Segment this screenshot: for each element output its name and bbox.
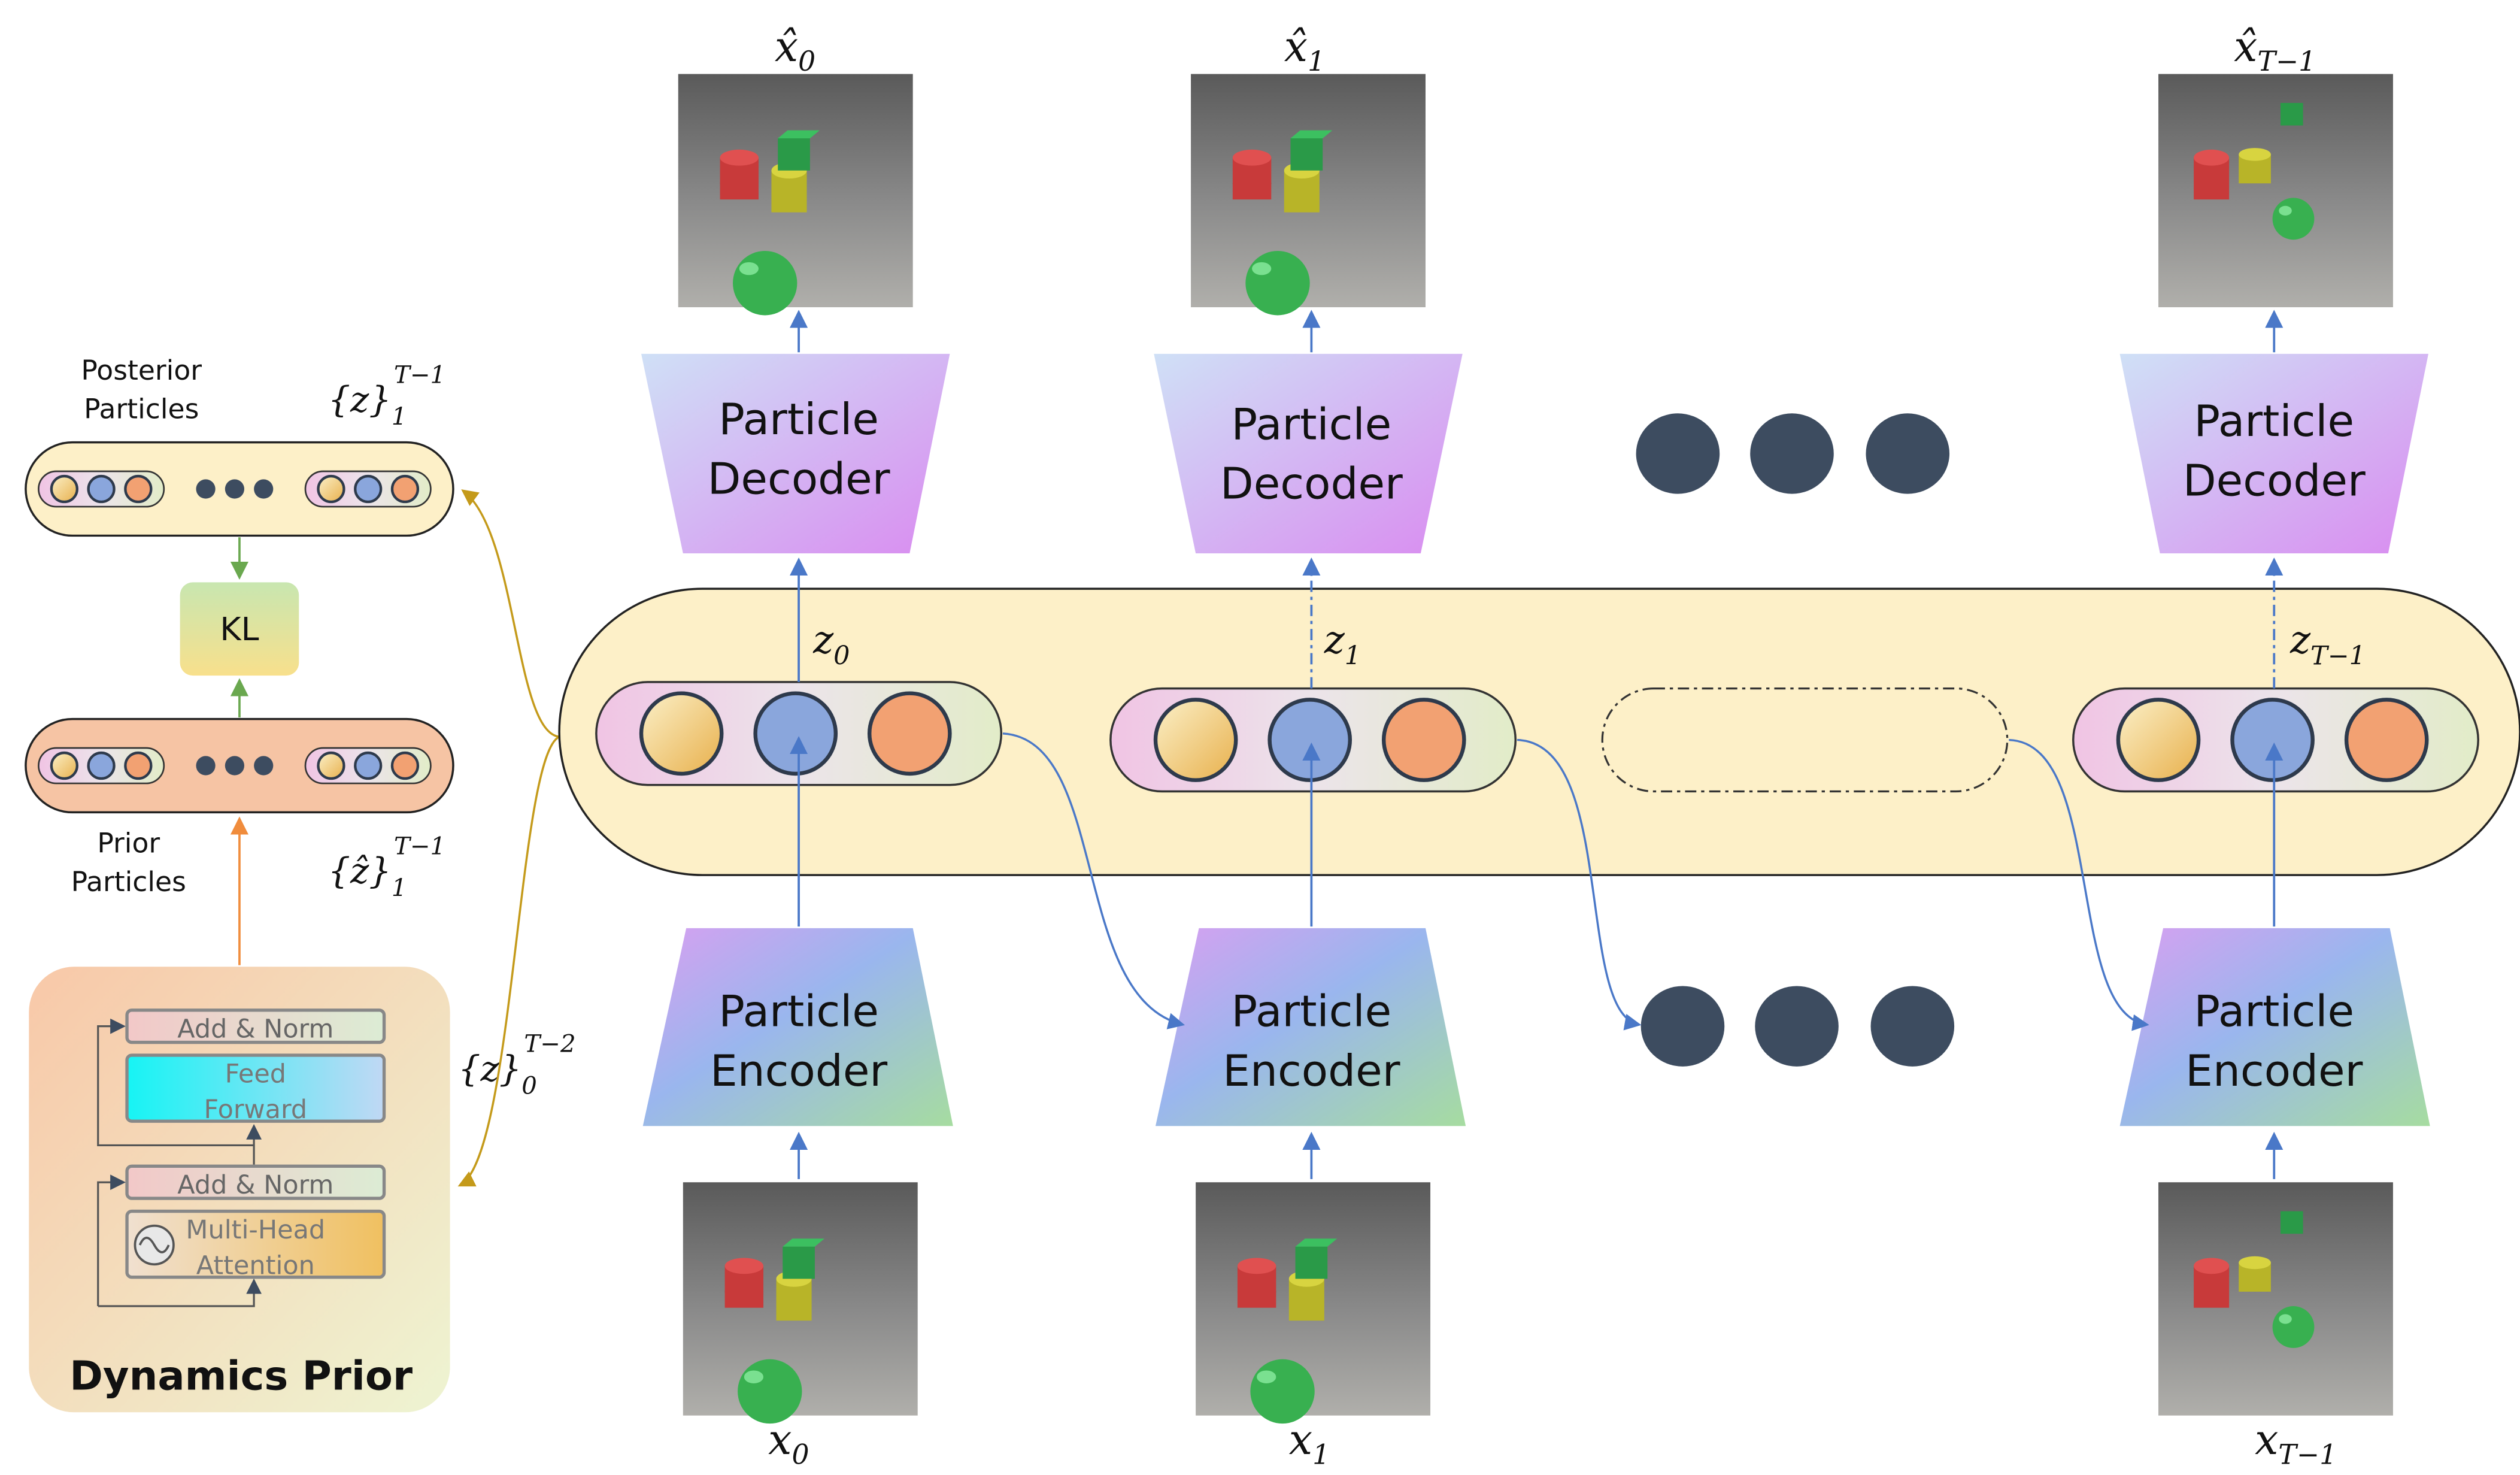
latent-particles-tlast bbox=[2073, 689, 2478, 792]
encoder-line2: Encoder bbox=[1223, 1046, 1400, 1097]
prior-set-label: {ẑ}1T−1 bbox=[328, 832, 446, 902]
posterior-particle-last bbox=[305, 471, 430, 507]
band-to-posterior-arrow bbox=[461, 489, 560, 738]
latent-label-tlast: zT−1 bbox=[2289, 617, 2366, 671]
decoder-line1: Particle bbox=[1232, 399, 1392, 450]
history-set-label: {z}0T−2 bbox=[458, 1031, 576, 1100]
feed-forward-box bbox=[125, 1053, 386, 1123]
mha-line1: Multi-Head bbox=[186, 1215, 325, 1245]
dynamics-prior-title: Dynamics Prior bbox=[69, 1353, 413, 1400]
prior-particles-group: Prior Particles {ẑ}1T−1 bbox=[25, 717, 454, 902]
output-label-t0: x̂0 bbox=[775, 23, 815, 77]
encoder-line2: Encoder bbox=[710, 1046, 887, 1097]
ellipsis-bottom bbox=[1640, 986, 1955, 1067]
prior-dot bbox=[254, 756, 274, 776]
encoder-line1: Particle bbox=[2194, 987, 2354, 1037]
latent-particles-t1 bbox=[1111, 689, 1515, 792]
kl-label: KL bbox=[220, 610, 259, 648]
decoder-line2: Decoder bbox=[2183, 456, 2366, 506]
output-label-t1: x̂1 bbox=[1284, 23, 1325, 77]
add-norm-top-box bbox=[125, 1008, 386, 1044]
decoder-line2: Decoder bbox=[1220, 459, 1403, 510]
input-to-mha-line bbox=[98, 1278, 262, 1307]
output-image-t1 bbox=[1191, 74, 1426, 316]
output-image-t0 bbox=[678, 74, 913, 316]
posterior-particle-first bbox=[38, 471, 163, 507]
prior-dot bbox=[225, 756, 245, 776]
add-norm-bottom-label: Add & Norm bbox=[177, 1170, 333, 1200]
feed-forward-line2: Forward bbox=[204, 1095, 307, 1125]
prior-particle-first bbox=[38, 748, 163, 783]
posterior-dot bbox=[196, 479, 216, 499]
particle-encoder-t0: Particle Encoder bbox=[642, 928, 953, 1126]
posterior-title-line1: Posterior bbox=[81, 355, 202, 386]
add-norm-bottom-box bbox=[125, 1164, 386, 1200]
posterior-dot bbox=[254, 479, 274, 499]
input-image-tlast bbox=[2158, 1182, 2393, 1416]
band-to-dynamics-arrow bbox=[457, 735, 560, 1187]
kl-box-group: KL bbox=[180, 582, 299, 676]
posterior-particles-group: Posterior Particles {z}1T−1 bbox=[25, 355, 454, 537]
posterior-title-line2: Particles bbox=[84, 393, 199, 425]
particle-decoder-t0: Particle Decoder bbox=[641, 353, 950, 553]
particle-decoder-tlast: Particle Decoder bbox=[2119, 353, 2428, 553]
decoder-line1: Particle bbox=[718, 395, 879, 445]
output-image-tlast bbox=[2158, 74, 2393, 308]
encoder-line2: Encoder bbox=[2185, 1046, 2363, 1097]
latent-particles-placeholder bbox=[1601, 687, 2009, 793]
latent-label-t1: z1 bbox=[1324, 617, 1361, 671]
input-label-t1: x1 bbox=[1289, 1416, 1330, 1470]
sine-wave-icon bbox=[138, 1237, 170, 1253]
residual-top-line bbox=[97, 1018, 254, 1147]
posterior-dot bbox=[225, 479, 245, 499]
latent-to-next-encoder-arrow-t1 bbox=[1517, 738, 1642, 1031]
placeholder-to-last-encoder-arrow bbox=[2009, 738, 2149, 1031]
mha-line2: Attention bbox=[196, 1250, 315, 1280]
kl-box bbox=[180, 582, 299, 676]
feed-forward-line1: Feed bbox=[225, 1059, 286, 1089]
input-image-t1 bbox=[1196, 1182, 1431, 1424]
prior-dot bbox=[196, 756, 216, 776]
prior-particle-last bbox=[305, 748, 430, 783]
input-label-t0: x0 bbox=[768, 1416, 809, 1470]
input-image-t0 bbox=[683, 1182, 918, 1424]
decoder-line2: Decoder bbox=[708, 455, 890, 505]
encoder-line1: Particle bbox=[718, 987, 879, 1037]
ellipsis-top bbox=[1636, 413, 1950, 494]
add-norm-top-label: Add & Norm bbox=[177, 1014, 333, 1044]
latent-label-t0: z0 bbox=[812, 617, 850, 671]
particle-encoder-tlast: Particle Encoder bbox=[2119, 928, 2430, 1126]
prior-title-line1: Prior bbox=[97, 828, 160, 859]
dynamics-prior-block: Add & Norm Feed Forward Add & Norm Multi… bbox=[29, 967, 450, 1413]
residual-bottom-line bbox=[97, 1174, 126, 1307]
latent-to-next-encoder-arrow-t0 bbox=[1002, 732, 1185, 1029]
posterior-set-label: {z}1T−1 bbox=[328, 361, 446, 431]
prior-title-line2: Particles bbox=[71, 866, 186, 898]
encoder-line1: Particle bbox=[1232, 987, 1392, 1037]
particle-encoder-t1: Particle Encoder bbox=[1156, 928, 1466, 1126]
input-label-tlast: xT−1 bbox=[2255, 1416, 2337, 1470]
multi-head-attention-box bbox=[125, 1209, 386, 1279]
output-label-tlast: x̂T−1 bbox=[2234, 23, 2316, 77]
decoder-line1: Particle bbox=[2194, 396, 2354, 447]
particle-decoder-t1: Particle Decoder bbox=[1154, 353, 1463, 553]
